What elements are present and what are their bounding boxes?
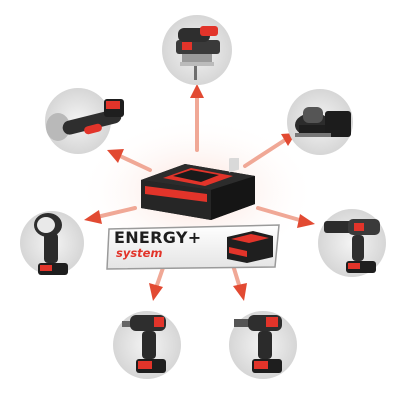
jigsaw-icon [160, 10, 234, 86]
drill-driver-icon [228, 305, 298, 383]
arrow-to-rotary-hammer [256, 206, 315, 228]
rotary-hammer-icon [318, 205, 388, 281]
energy-plus-badge: ENERGY+ system [105, 223, 283, 271]
work-light-icon [20, 205, 86, 281]
arrow-to-work-light [84, 206, 137, 224]
brand-subtitle: system [116, 246, 163, 260]
badge-battery-icon [227, 231, 273, 263]
arrow-to-angle-grinder [107, 149, 152, 172]
orbital-sander-icon [285, 87, 355, 157]
impact-driver-icon [112, 305, 182, 383]
battery-pack-icon [133, 155, 259, 227]
angle-grinder-icon [38, 85, 134, 155]
brand-title: ENERGY+ [114, 228, 202, 247]
arrow-to-jigsaw [190, 84, 204, 152]
